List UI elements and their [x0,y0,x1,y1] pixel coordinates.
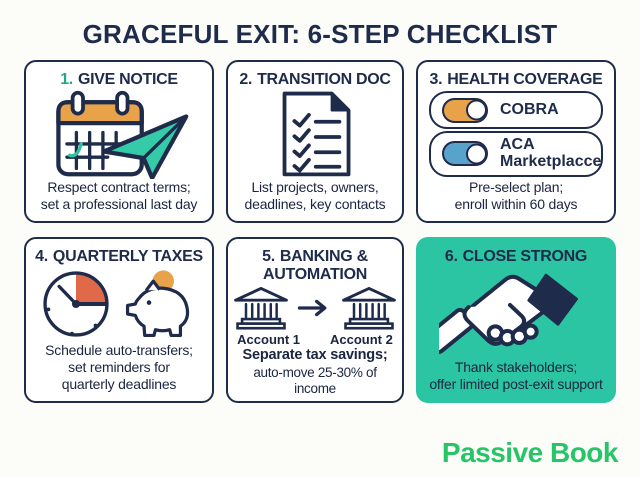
toggle-row-aca-marketplace: ACA Marketplacce [429,131,603,177]
step-number: 3. [429,71,443,88]
card-title: 2.TRANSITION DOC [239,71,391,89]
toggle-label: COBRA [500,100,559,118]
card-quarterly-taxes: 4.QUARTERLY TAXES [24,237,214,403]
give-notice-illustration [56,90,189,179]
account-2-label: Account 2 [330,331,393,347]
piggy-bank-icon [125,270,190,337]
step-number: 1. [60,71,73,88]
card-caption: Pre-select plan; enroll within 60 days [454,178,578,212]
toggle-label: ACA Marketplacce [500,136,602,170]
step-number: 2. [239,71,253,88]
card-give-notice: 1.GIVE NOTICE [24,60,214,223]
step-number: 5. [262,248,275,265]
step-number: 4. [35,248,48,265]
step-title: TRANSITION DOC [257,71,391,88]
toggle-on-icon [442,141,488,167]
toggle-knob [466,99,487,121]
account-labels: Account 1 Account 2 [237,332,393,347]
card-caption: List projects, owners, deadlines, key co… [244,178,386,212]
clock-icon [43,271,109,337]
handshake-icon [439,274,578,355]
card-transition-doc: 2.TRANSITION DOC List projects, owners, … [226,60,404,223]
step-title-line2: AUTOMATION [263,265,367,283]
card-caption: Separate tax savings; auto-move 25-30% o… [242,346,388,396]
step-title-line1: BANKING & [279,248,368,265]
card-title: 1.GIVE NOTICE [60,71,178,89]
card-caption: Schedule auto-transfers; set reminders f… [45,341,193,393]
bank-icon [234,286,288,330]
card-caption: Thank stakeholders; offer limited post-e… [429,358,603,392]
card-title: 4.QUARTERLY TAXES [35,248,203,266]
card-health-coverage: 3.HEALTH COVERAGE COBRA ACA Marketplacce… [416,60,616,223]
step-title: GIVE NOTICE [77,71,178,88]
banking-illustration [231,284,399,332]
card-close-strong: 6.CLOSE STRONG Thank stakeholders; offer… [416,237,616,403]
bank-icon [342,286,396,330]
arrow-right-icon [297,299,327,316]
paper-plane-icon [101,114,189,179]
toggle-knob [466,143,487,165]
calendar-icon [56,90,144,177]
card-title: 5.BANKING & AUTOMATION [262,248,368,284]
checklist-document-icon [282,91,351,177]
page-title: GRACEFUL EXIT: 6-STEP CHECKLIST [82,19,558,49]
checklist-grid: 1.GIVE NOTICE [24,60,616,403]
brand-logo: Passive Book [441,437,619,468]
card-banking-automation: 5.BANKING & AUTOMATION [226,237,404,403]
taxes-illustration [39,266,199,342]
step-title: HEALTH COVERAGE [447,71,603,88]
step-number: 6. [444,248,458,265]
account-1-label: Account 1 [237,331,300,347]
toggle-on-icon [442,97,488,123]
card-title: 6.CLOSE STRONG [445,248,587,266]
card-title: 3.HEALTH COVERAGE [430,71,603,89]
toggle-row-cobra: COBRA [429,91,603,130]
step-title: CLOSE STRONG [462,248,588,265]
step-title: QUARTERLY TAXES [52,248,203,265]
card-caption: Respect contract terms; set a profession… [40,178,198,212]
